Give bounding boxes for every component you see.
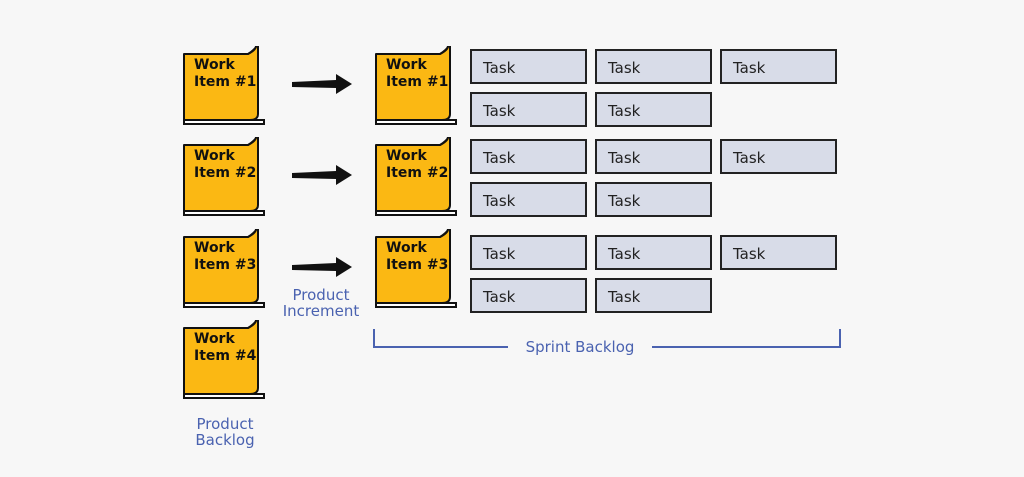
task-card: Task <box>595 235 712 270</box>
work-item-label: Work Item #2 <box>386 148 449 181</box>
task-card: Task <box>595 182 712 217</box>
work-item-card-shape <box>183 320 265 399</box>
backlog-work-item-3: Work Item #3 <box>182 229 266 309</box>
backlog-work-item-2: Work Item #2 <box>182 137 266 217</box>
work-item-card-shape <box>183 229 265 308</box>
arrow-right-icon <box>292 74 352 94</box>
backlog-work-item-4: Work Item #4 <box>182 320 266 400</box>
work-item-label: Work Item #1 <box>386 57 449 90</box>
sprint-work-item-1: Work Item #1 <box>374 46 458 126</box>
task-card: Task <box>470 92 587 127</box>
task-card: Task <box>470 182 587 217</box>
task-card: Task <box>470 49 587 84</box>
task-card: Task <box>720 49 837 84</box>
sprint-work-item-3: Work Item #3 <box>374 229 458 309</box>
work-item-card-shape <box>183 46 265 125</box>
backlog-work-item-1: Work Item #1 <box>182 46 266 126</box>
task-card: Task <box>470 139 587 174</box>
product-increment-caption: Product Increment <box>282 286 360 320</box>
task-card: Task <box>470 278 587 313</box>
sprint-work-item-2: Work Item #2 <box>374 137 458 217</box>
task-card: Task <box>720 235 837 270</box>
work-item-label: Work Item #3 <box>194 240 257 273</box>
task-card: Task <box>595 278 712 313</box>
task-card: Task <box>595 139 712 174</box>
task-card: Task <box>595 92 712 127</box>
work-item-label: Work Item #1 <box>194 57 257 90</box>
arrow-right-icon <box>292 165 352 185</box>
arrow-right-icon <box>292 257 352 277</box>
product-backlog-caption: Product Backlog <box>195 415 255 449</box>
work-item-card-shape <box>183 137 265 216</box>
work-item-label: Work Item #3 <box>386 240 449 273</box>
task-card: Task <box>595 49 712 84</box>
work-item-label: Work Item #2 <box>194 148 257 181</box>
work-item-card-shape <box>375 137 457 216</box>
work-item-card-shape <box>375 46 457 125</box>
task-card: Task <box>720 139 837 174</box>
sprint-backlog-caption: Sprint Backlog <box>508 338 652 356</box>
task-card: Task <box>470 235 587 270</box>
work-item-card-shape <box>375 229 457 308</box>
work-item-label: Work Item #4 <box>194 331 257 364</box>
